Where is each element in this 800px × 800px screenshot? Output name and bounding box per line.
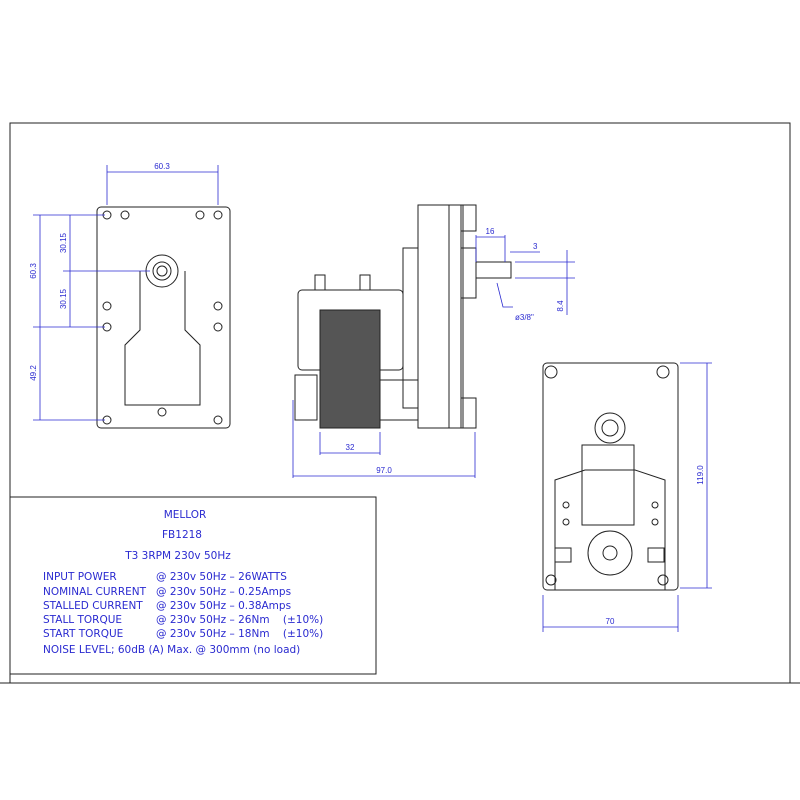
brand: MELLOR [164, 509, 207, 521]
dim-shaft-step: 3 [533, 242, 538, 251]
spec-label: INPUT POWER [43, 571, 117, 583]
spec-value: @ 230v 50Hz – 26WATTS [156, 571, 287, 583]
summary: T3 3RPM 230v 50Hz [124, 550, 231, 562]
dim-rear-width: 70 [606, 617, 615, 626]
model: FB1218 [162, 529, 202, 541]
dim-half-upper: 30.15 [59, 232, 68, 253]
rear-view: 119.0 70 [542, 362, 712, 632]
title-block-border [9, 496, 377, 675]
side-view: 16 3 8.4 ø3/8" 32 97.0 [292, 204, 575, 478]
spec-value: @ 230v 50Hz – 0.25Amps [156, 586, 291, 598]
dim-lower: 49.2 [29, 365, 38, 381]
dim-half-lower: 30.15 [59, 288, 68, 309]
spec-label: STALLED CURRENT [43, 600, 143, 612]
dim-shaft-diameter: ø3/8" [515, 313, 534, 322]
spec-label: STALL TORQUE [43, 614, 122, 626]
dim-coil-width: 32 [346, 443, 355, 452]
dim-shaft-flat: 8.4 [556, 300, 565, 312]
front-view: 60.3 60.3 30.15 30.15 49.2 [29, 162, 231, 429]
spec-label: NOMINAL CURRENT [43, 586, 147, 598]
dim-front-width: 60.3 [154, 162, 170, 171]
title-block: MELLOR FB1218 T3 3RPM 230v 50Hz INPUT PO… [43, 509, 323, 656]
dim-shaft-length: 16 [486, 227, 495, 236]
noise-level: NOISE LEVEL; 60dB (A) Max. @ 300mm (no l… [43, 644, 300, 656]
spec-value: @ 230v 50Hz – 0.38Amps [156, 600, 291, 612]
spec-label: START TORQUE [43, 628, 123, 640]
spec-value: @ 230v 50Hz – 18Nm (±10%) [156, 628, 323, 640]
dim-rear-height: 119.0 [696, 465, 705, 485]
dim-front-height: 60.3 [29, 263, 38, 279]
dim-overall-length: 97.0 [376, 466, 392, 475]
spec-value: @ 230v 50Hz – 26Nm (±10%) [156, 614, 323, 626]
